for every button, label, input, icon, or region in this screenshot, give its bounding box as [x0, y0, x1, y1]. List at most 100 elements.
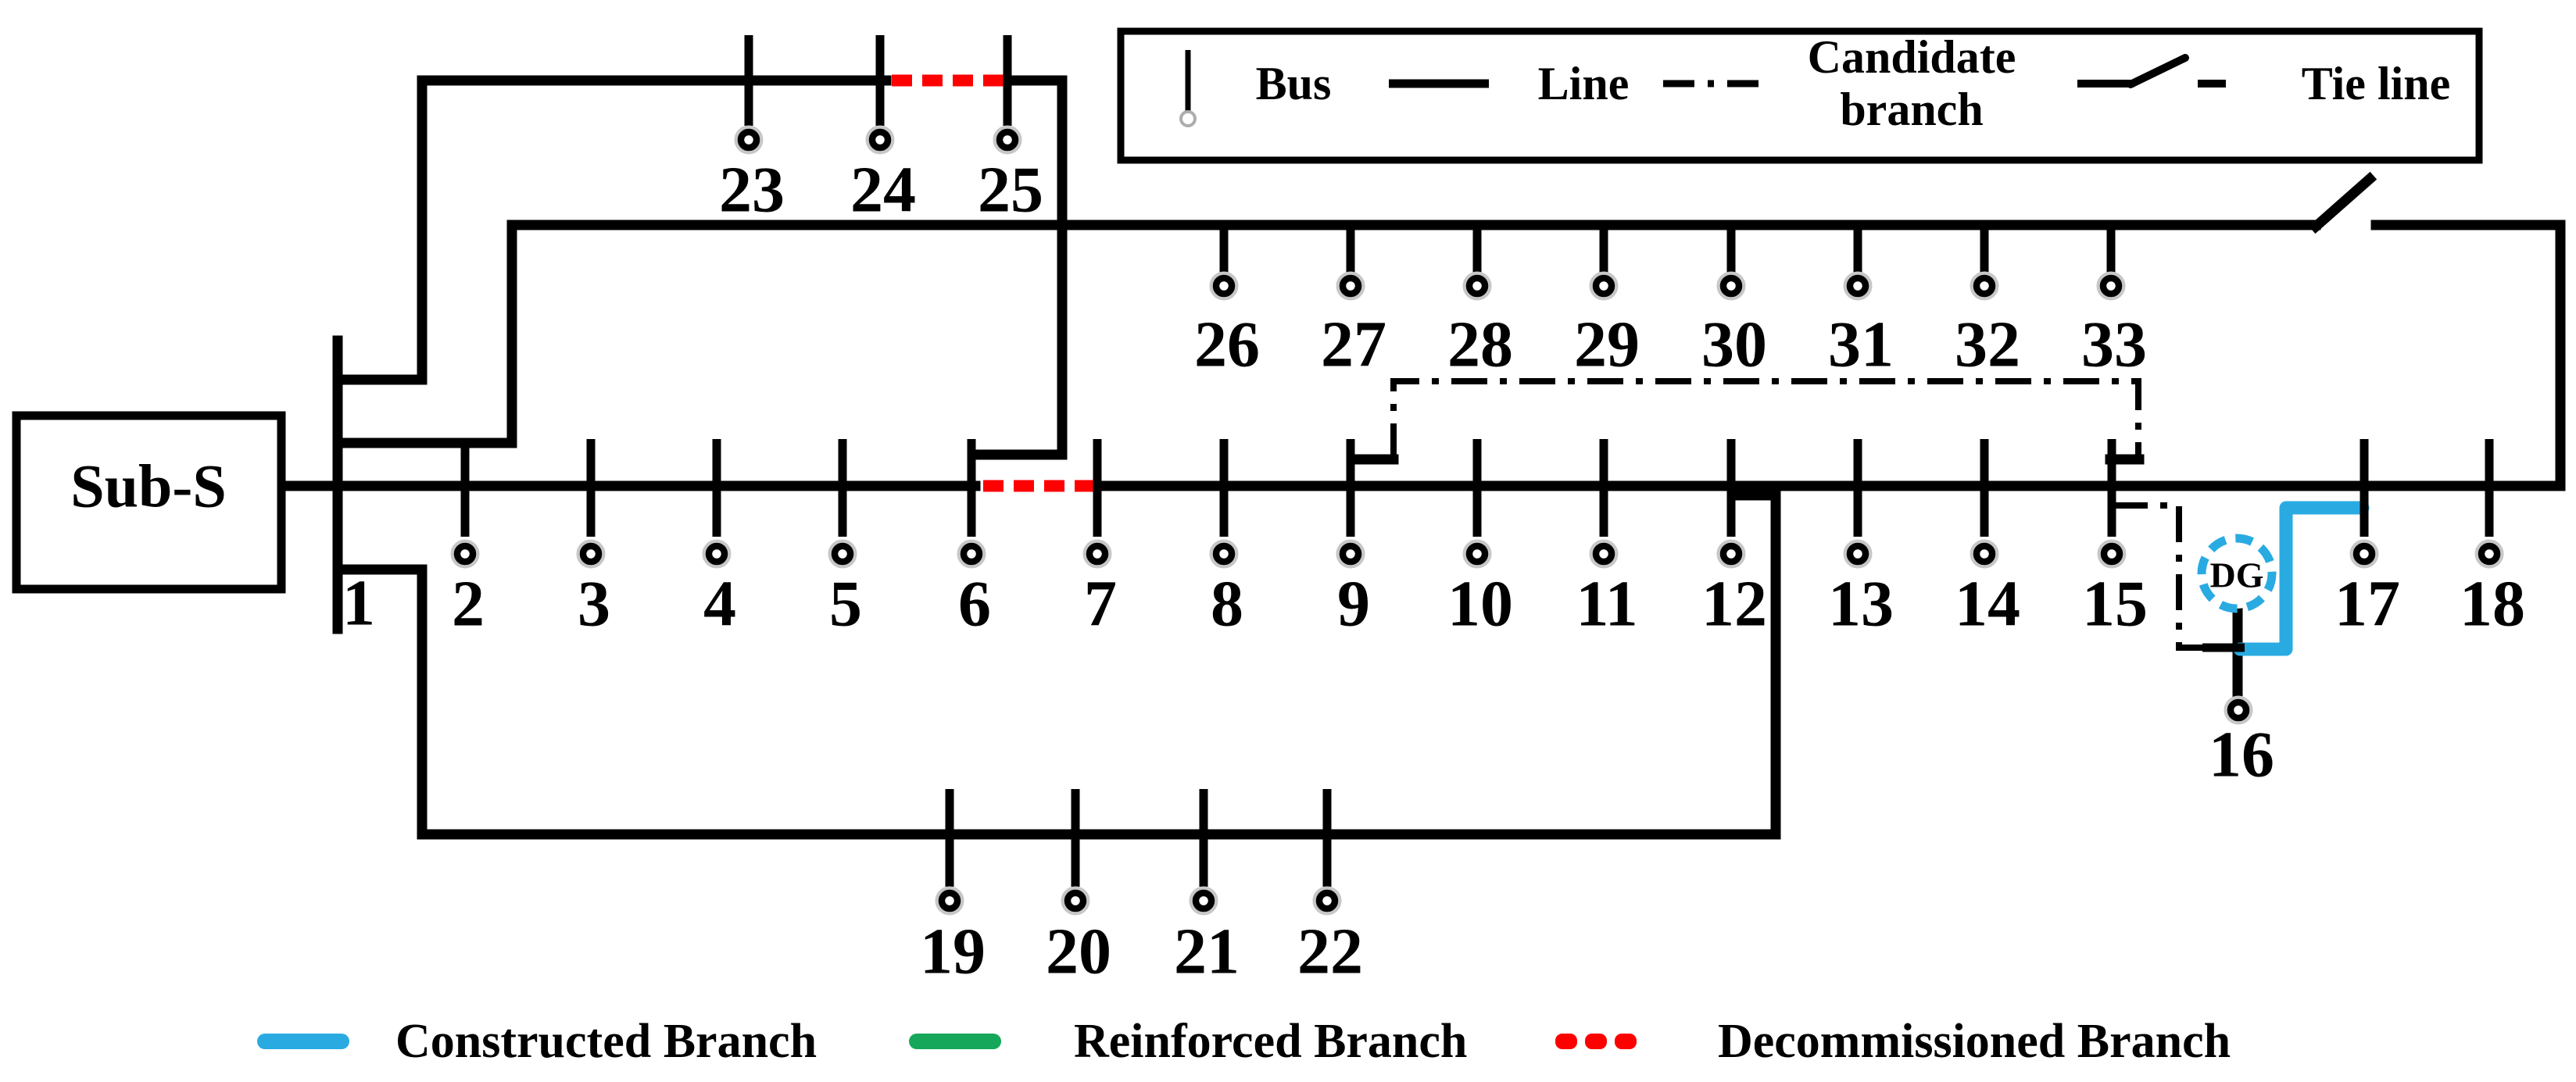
bus-6: 6	[957, 439, 991, 641]
bus-24-node	[868, 128, 892, 152]
bus-16-label: 16	[2209, 719, 2274, 791]
bus-21-node	[1192, 889, 1215, 912]
bus-22-label: 22	[1297, 916, 1363, 988]
bus-14-label: 14	[1955, 568, 2020, 641]
bus-10: 10	[1447, 439, 1513, 641]
bus-23: 23	[719, 35, 785, 227]
bus-26-label: 26	[1194, 309, 1260, 381]
bus-7: 7	[1082, 439, 1117, 641]
bus-18: 18	[2460, 439, 2525, 641]
branch-26-33	[332, 220, 2321, 448]
bus-11-node	[1592, 542, 1615, 566]
dg-label: DG	[2210, 555, 2264, 595]
bus-25-label: 25	[978, 154, 1043, 227]
bus-6-node	[960, 542, 983, 566]
legend-label: Bus	[1256, 58, 1332, 109]
dg-unit: DG	[2197, 534, 2277, 613]
bus-19-node	[938, 889, 961, 912]
bus-13-node	[1846, 542, 1869, 566]
bus-31-node	[1846, 274, 1869, 298]
bus-11-label: 11	[1576, 568, 1637, 641]
bus-9-label: 9	[1337, 568, 1370, 641]
tie-switch-blade	[2308, 171, 2377, 234]
bus-7-node	[1086, 542, 1109, 566]
substation-label: Sub-S	[70, 452, 227, 520]
bus-17-label: 17	[2334, 568, 2400, 641]
bus-31-label: 31	[1828, 309, 1894, 381]
bus-17: 17	[2334, 439, 2400, 641]
bus-17-node	[2352, 542, 2376, 566]
bus-32-node	[1973, 274, 1996, 298]
bus-24-label: 24	[850, 154, 916, 227]
status-swatch-reinforced	[909, 1034, 1001, 1049]
legend-box	[1117, 27, 2483, 164]
bus-15-node	[2100, 542, 2123, 566]
legend-label: Line	[1538, 58, 1630, 109]
bus-28-node	[1465, 274, 1489, 298]
constructed-branch-layer	[2233, 501, 2370, 656]
candidate-branch-layer	[1390, 378, 2209, 651]
bus-29: 29	[1574, 225, 1640, 381]
bus-7-label: 7	[1084, 568, 1117, 641]
bus-32: 32	[1955, 225, 2020, 381]
bus-18-node	[2478, 542, 2501, 566]
bus-5: 5	[828, 439, 862, 641]
bus-29-label: 29	[1574, 309, 1640, 381]
tie-symbol-blade-icon	[2127, 54, 2189, 88]
bus-symbol-node-icon	[1179, 110, 1197, 127]
status-swatch-dash-decommissioned	[1555, 1034, 1577, 1049]
legend-label: Tie line	[2302, 58, 2451, 109]
branch-23-25	[332, 75, 892, 385]
bus-30-node	[1719, 274, 1743, 298]
legend-item-tie: Tie line	[2077, 54, 2451, 109]
bus-2-label: 2	[452, 568, 485, 641]
legend-item-line: Line	[1389, 58, 1629, 109]
dg-circle	[2197, 534, 2277, 613]
bus-11: 11	[1576, 439, 1638, 641]
status-legend-label: Constructed Branch	[395, 1015, 817, 1068]
decommissioned-layer	[892, 74, 1094, 492]
bus-25-node	[996, 128, 1019, 152]
bus-26: 26	[1194, 225, 1260, 381]
bus-20-node	[1064, 889, 1087, 912]
status-swatch-dash-decommissioned	[1615, 1034, 1637, 1049]
bus-16: 16	[2202, 643, 2274, 791]
bus-22-node	[1315, 889, 1339, 912]
bus-4-label: 4	[703, 568, 736, 641]
bus-28: 28	[1447, 225, 1513, 381]
bus-12-label: 12	[1701, 568, 1767, 641]
bus-29-node	[1592, 274, 1615, 298]
bus-8-node	[1212, 542, 1236, 566]
tie-line-right	[2370, 220, 2566, 491]
bus-15: 15	[2082, 439, 2148, 641]
bus-24: 24	[850, 35, 916, 227]
bus-21-label: 21	[1174, 916, 1240, 988]
bus-6-label: 6	[958, 568, 991, 641]
bus-10-node	[1465, 542, 1489, 566]
bus-2: 2	[450, 439, 485, 641]
bus-20-label: 20	[1046, 916, 1111, 988]
bus-32-label: 32	[1955, 309, 2020, 381]
candidate-15-16	[2112, 502, 2209, 651]
substation: Sub-S	[12, 411, 286, 594]
bus-19-label: 19	[920, 916, 986, 988]
bus-27: 27	[1321, 225, 1386, 381]
bus-13-label: 13	[1828, 568, 1894, 641]
bus-5-node	[831, 542, 854, 566]
bus-26-node	[1212, 274, 1236, 298]
bus-22: 22	[1297, 789, 1363, 988]
bus-3-label: 3	[578, 568, 610, 641]
legend-label-line1: Candidate	[1808, 31, 2016, 83]
status-swatch-dash-decommissioned	[1585, 1034, 1607, 1049]
bus-33-node	[2099, 274, 2123, 298]
substation-box	[12, 411, 286, 594]
bus-25: 25	[978, 35, 1043, 227]
bus-1-label: 1	[342, 567, 375, 640]
bus-33: 33	[2081, 225, 2147, 381]
bus-27-label: 27	[1321, 309, 1386, 381]
bus-27-node	[1339, 274, 1362, 298]
bus-14-node	[1973, 542, 1996, 566]
bus-4: 4	[702, 439, 736, 641]
